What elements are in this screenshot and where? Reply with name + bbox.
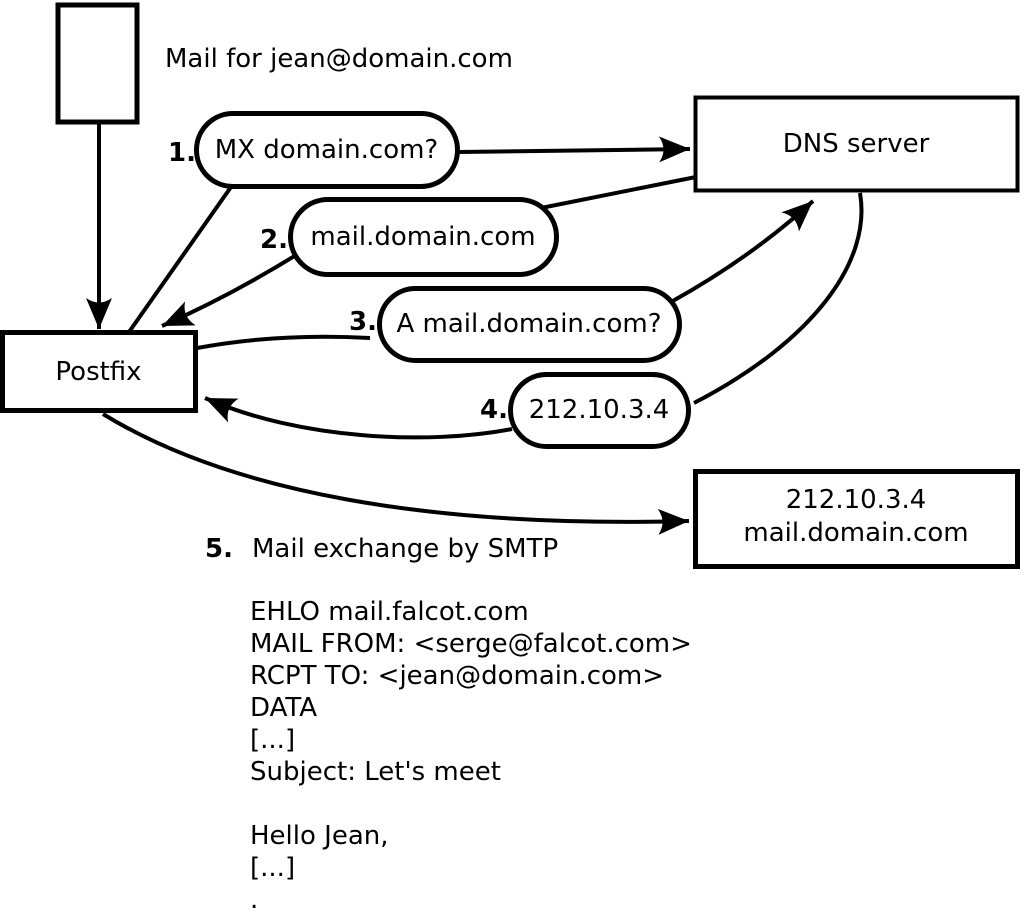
smtp-line: RCPT TO: <jean@domain.com> (250, 661, 665, 691)
postfix-box (0, 330, 198, 413)
mailserver-ip: 212.10.3.4 (785, 485, 927, 515)
smtp-line: DATA (250, 693, 317, 723)
smtp-line: Subject: Let's meet (250, 757, 501, 787)
step-number-2: 2. (260, 225, 288, 255)
smtp-exchange-label: Mail exchange by SMTP (252, 534, 559, 564)
smtp-line: Hello Jean, (250, 821, 389, 851)
connector-dns-to-answer4 (693, 192, 864, 405)
postfix-label: Postfix (55, 357, 142, 387)
smtp-line: . (250, 885, 259, 915)
query-mx-label: MX domain.com? (214, 135, 439, 165)
query-a-record-label: A mail.domain.com? (396, 309, 662, 339)
pill-answer-mailhost (288, 197, 559, 277)
connector-dns-to-answer2 (540, 175, 697, 210)
smtp-line (250, 788, 692, 820)
dns-server-box (693, 95, 1020, 193)
arrow-answer2-to-postfix (161, 250, 303, 328)
step-number-4: 4. (480, 395, 508, 425)
smtp-line: EHLO mail.falcot.com (250, 597, 529, 627)
pill-query-a-record (377, 286, 682, 363)
arrow-answer4-to-postfix (204, 396, 513, 440)
mailserver-box (693, 469, 1020, 569)
answer-ip-label: 212.10.3.4 (528, 395, 670, 425)
mailserver-hostname: mail.domain.com (743, 518, 969, 548)
step-number-5: 5. (205, 534, 233, 564)
arrow-smtp-exchange (101, 412, 690, 535)
diagram-title: Mail for jean@domain.com (165, 44, 513, 74)
step-number-1: 1. (168, 138, 196, 168)
pill-answer-ip (508, 372, 691, 449)
dns-server-label: DNS server (782, 129, 930, 159)
connector-postfix-to-query1 (127, 185, 233, 334)
smtp-line: [...] (250, 725, 296, 755)
answer-mailhost-label: mail.domain.com (310, 222, 536, 252)
smtp-line: [...] (250, 853, 296, 883)
connector-postfix-to-query3 (196, 334, 371, 350)
smtp-line: MAIL FROM: <serge@falcot.com> (250, 629, 692, 659)
step-number-3: 3. (349, 307, 377, 337)
smtp-session-text: EHLO mail.falcot.com MAIL FROM: <serge@f… (250, 596, 692, 916)
mailserver-label: 212.10.3.4 mail.domain.com (695, 484, 1017, 550)
arrow-query1-to-dns (457, 136, 691, 163)
pill-query-mx (194, 111, 460, 189)
arrow-query3-to-dns (670, 199, 815, 304)
mail-message-icon (55, 2, 140, 125)
